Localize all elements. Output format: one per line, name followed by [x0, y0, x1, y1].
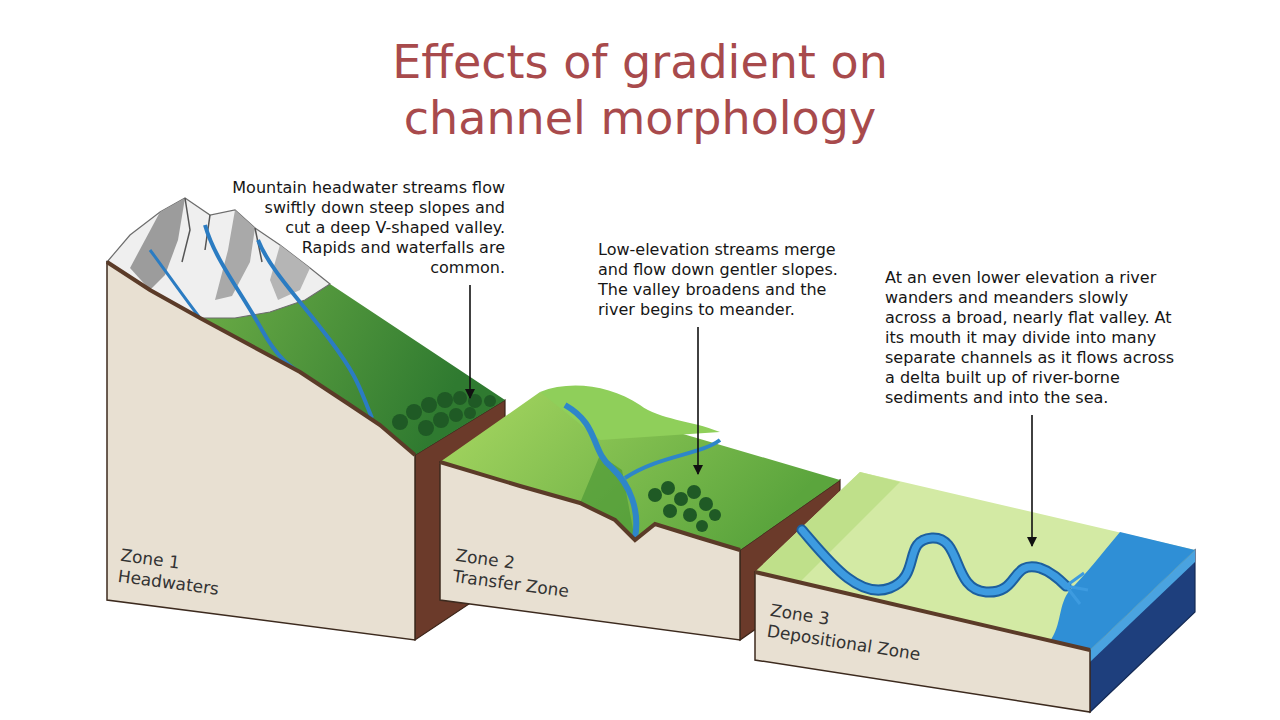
tree: [406, 404, 422, 420]
leader-arrow: [469, 285, 471, 398]
callout-note: Low-elevation streams merge and flow dow…: [598, 240, 848, 320]
hill: [540, 386, 720, 440]
tree: [421, 397, 437, 413]
title-area: Effects of gradient on channel morpholog…: [0, 34, 1280, 146]
leader-arrow: [697, 327, 699, 474]
tree: [696, 520, 708, 532]
tributary: [625, 440, 720, 478]
tree: [453, 391, 467, 405]
tree: [648, 488, 662, 502]
callout-note-area: Low-elevation streams merge and flow dow…: [598, 240, 848, 320]
meander-outline: [802, 530, 1066, 592]
tree: [433, 412, 449, 428]
callout-note-area: At an even lower elevation a river wande…: [885, 268, 1180, 408]
callout-note: At an even lower elevation a river wande…: [885, 268, 1180, 408]
tree: [674, 492, 688, 506]
leader-arrow: [1031, 415, 1033, 546]
soil-edge: [107, 262, 415, 455]
diagram-title: Effects of gradient on channel morpholog…: [320, 34, 960, 146]
block-front-face: [755, 572, 1090, 712]
tree: [449, 408, 463, 422]
soil-edge: [440, 462, 740, 550]
tree: [484, 395, 496, 407]
sea: [1050, 532, 1195, 650]
tree: [418, 420, 434, 436]
rock-edge: [182, 198, 262, 262]
tree: [661, 481, 675, 495]
tree: [663, 504, 677, 518]
callout-note-area: Mountain headwater streams flow swiftly …: [210, 178, 505, 338]
tree: [437, 392, 453, 408]
tree: [683, 508, 697, 522]
tree: [699, 497, 713, 511]
tree: [709, 509, 721, 521]
meandering-river: [802, 530, 1066, 592]
delta-channels: [1066, 573, 1088, 604]
tree: [392, 414, 408, 430]
tree: [687, 485, 701, 499]
forest: [392, 391, 496, 436]
callout-note: Mountain headwater streams flow swiftly …: [210, 178, 505, 278]
tree: [464, 407, 476, 419]
block-front-face: [107, 262, 415, 640]
rock-shade: [130, 198, 185, 290]
block-front-face: [440, 462, 740, 640]
